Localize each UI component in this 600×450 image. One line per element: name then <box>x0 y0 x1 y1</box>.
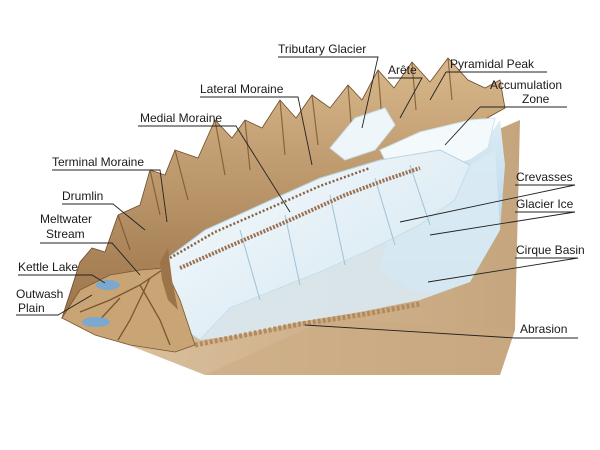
leader-tributary-glacier <box>278 56 379 129</box>
leader-pyramidal-peak <box>429 71 547 101</box>
leader-drumlin <box>62 203 146 231</box>
label-pyramidal-peak: Pyramidal Peak <box>450 57 535 71</box>
leader-outwash-plain <box>16 294 93 316</box>
leader-crevasses <box>399 184 576 223</box>
label-accumulation-zone-line2: Zone <box>522 92 550 106</box>
label-accumulation-zone-line1: Accumulation <box>490 78 563 92</box>
label-abrasion: Abrasion <box>520 322 568 336</box>
label-medial-moraine: Medial Moraine <box>140 111 223 125</box>
leader-glacier-ice <box>429 211 576 236</box>
tributary-glacier-ice <box>329 107 396 161</box>
leader-kettle-lake <box>18 274 106 284</box>
outwash-lake-water <box>82 317 110 327</box>
label-cirque-basin: Cirque Basin <box>516 243 585 257</box>
label-drumlin: Drumlin <box>62 189 104 203</box>
leader-medial-moraine <box>138 125 291 213</box>
label-glacier-ice: Glacier Ice <box>516 197 574 211</box>
leader-accumulation-zone <box>444 106 567 146</box>
leader-cirque-basin <box>427 257 579 283</box>
label-terminal-moraine: Terminal Moraine <box>52 155 145 169</box>
abrasion-band <box>194 301 421 348</box>
label-kettle-lake: Kettle Lake <box>18 260 79 274</box>
crevasse-lines <box>239 164 431 301</box>
terminal-moraine-ridge <box>160 248 178 310</box>
label-meltwater-stream-line2: Stream <box>46 227 85 241</box>
label-meltwater-stream-line1: Meltwater <box>40 212 93 226</box>
leader-arete <box>388 77 423 119</box>
glacier-front-face <box>200 150 500 340</box>
label-lateral-moraine: Lateral Moraine <box>200 82 284 96</box>
label-outwash-plain-line2: Plain <box>18 301 45 315</box>
label-crevasses: Crevasses <box>516 170 573 184</box>
label-tributary-glacier: Tributary Glacier <box>278 42 367 56</box>
leader-meltwater-stream <box>40 242 141 276</box>
label-arete: Arête <box>388 63 417 77</box>
label-outwash-plain-line1: Outwash <box>16 287 64 301</box>
leader-terminal-moraine <box>52 169 168 223</box>
kettle-lake-water <box>96 280 120 290</box>
block-front-shadow <box>205 318 515 375</box>
leader-lines <box>16 56 579 339</box>
leader-lateral-moraine <box>200 96 313 166</box>
lateral-moraine-band <box>169 166 371 260</box>
leader-abrasion <box>304 324 578 339</box>
medial-moraine-band <box>179 166 421 270</box>
